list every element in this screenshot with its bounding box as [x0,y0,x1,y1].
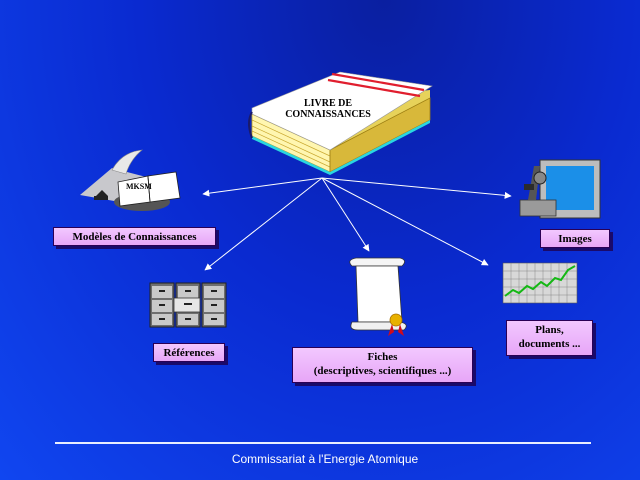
label-models-de-connaissances: Modèles de Connaissances [53,227,216,246]
graph-chart-icon [502,262,578,304]
label-plans-line2: documents ... [518,338,581,350]
label-fiches-line1: Fiches [367,351,398,363]
arrow-to-references [204,177,323,271]
knowledge-book-icon: LIVRE DE CONNAISSANCES [248,71,433,175]
book-text-mksm: MKSM [126,182,152,191]
arrow-to-models [202,177,323,197]
label-plans: Plans, documents ... [506,320,593,356]
microscope-monitor-icon [519,159,601,219]
label-references-text: Références [163,347,215,359]
footer-organization: Commissariat à l'Energie Atomique [231,452,419,466]
open-book-icon: MKSM [80,149,181,211]
scroll-certificate-icon [349,257,407,336]
footer-divider [55,442,591,444]
arrow-to-plans [321,177,489,266]
book-title-line2: CONNAISSANCES [285,109,371,120]
label-plans-line1: Plans, [535,324,564,336]
connector-arrows [202,177,512,271]
label-fiches: Fiches (descriptives, scientifiques ...) [292,347,473,383]
label-fiches-line2: (descriptives, scientifiques ...) [313,365,452,377]
label-images: Images [540,229,610,248]
filing-cabinet-icon [149,282,227,328]
book-title-line1: LIVRE DE [304,98,352,109]
label-images-text: Images [558,233,592,245]
arrow-to-images [321,177,512,199]
label-references: Références [153,343,225,362]
label-models-text: Modèles de Connaissances [72,231,197,243]
arrow-to-fiches [321,177,370,252]
